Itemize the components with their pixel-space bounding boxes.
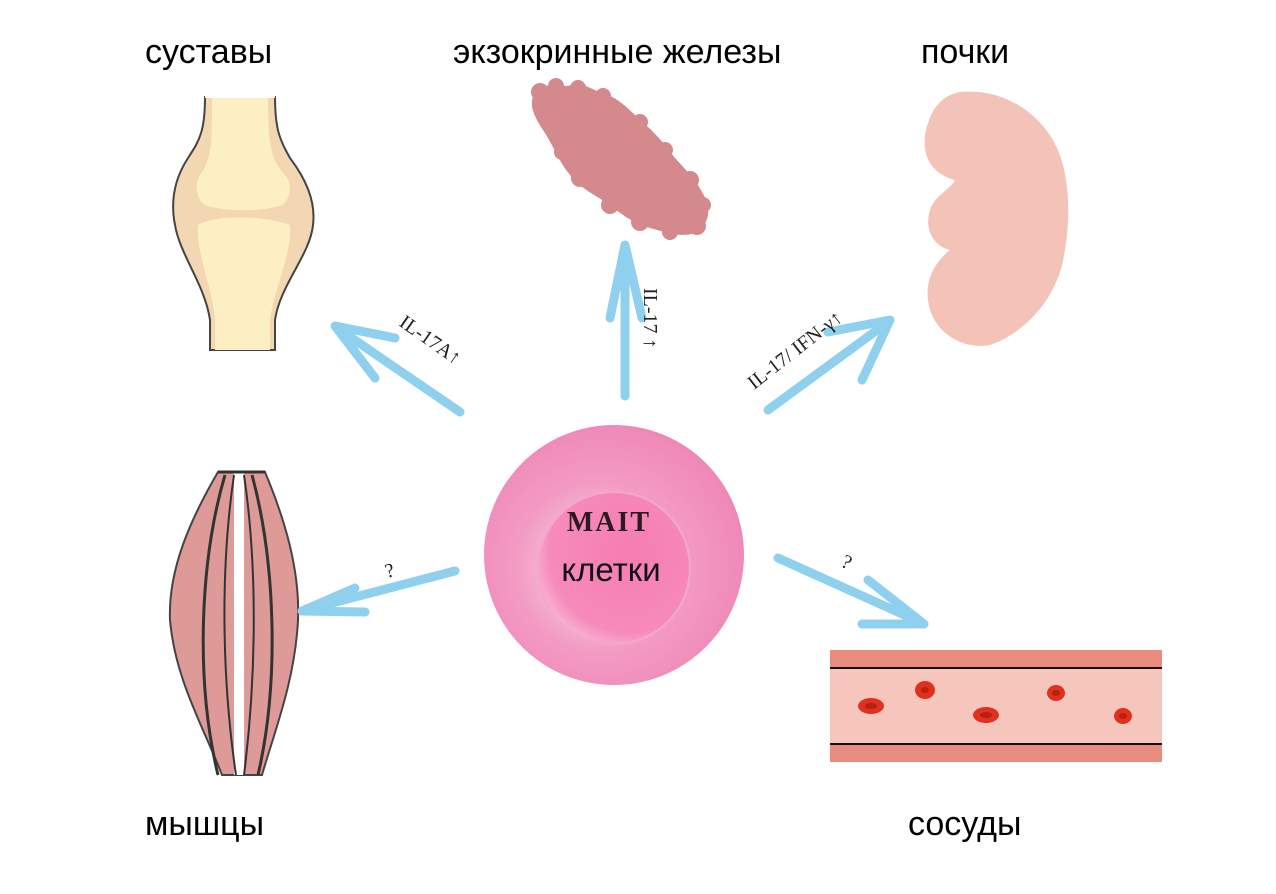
arrow-label-joints: IL-17A↑ <box>395 311 465 369</box>
label-exocrine-glands: экзокринные железы <box>453 33 782 71</box>
arrow-label-kidneys: IL-17/ IFN-γ↑ <box>744 307 847 394</box>
exocrine-gland-icon <box>531 78 711 240</box>
mait-cell-icon: MAIT клетки <box>484 425 744 685</box>
cell-label-cells: клетки <box>561 551 660 588</box>
arrow-to-muscles <box>297 566 460 617</box>
kidney-icon <box>924 91 1069 346</box>
label-vessels: сосуды <box>908 805 1022 843</box>
cell-label-mait: MAIT <box>567 507 651 538</box>
blood-vessel-icon <box>830 650 1162 762</box>
blood-cells <box>858 681 1132 724</box>
label-muscles: мышцы <box>145 805 264 843</box>
arrow-to-joints <box>330 321 465 417</box>
arrow-label-muscles: ? <box>383 559 397 583</box>
arrow-label-vessels: ? <box>838 551 855 575</box>
joint-icon <box>172 96 315 351</box>
arrow-to-glands <box>605 240 647 401</box>
arrow-to-vessels <box>773 553 929 629</box>
label-joints: суставы <box>145 33 273 71</box>
arrow-label-glands: IL-17 ↑ <box>639 288 661 349</box>
muscle-icon <box>168 470 300 776</box>
label-kidneys: почки <box>921 33 1010 71</box>
arrow-to-kidneys <box>763 315 895 415</box>
